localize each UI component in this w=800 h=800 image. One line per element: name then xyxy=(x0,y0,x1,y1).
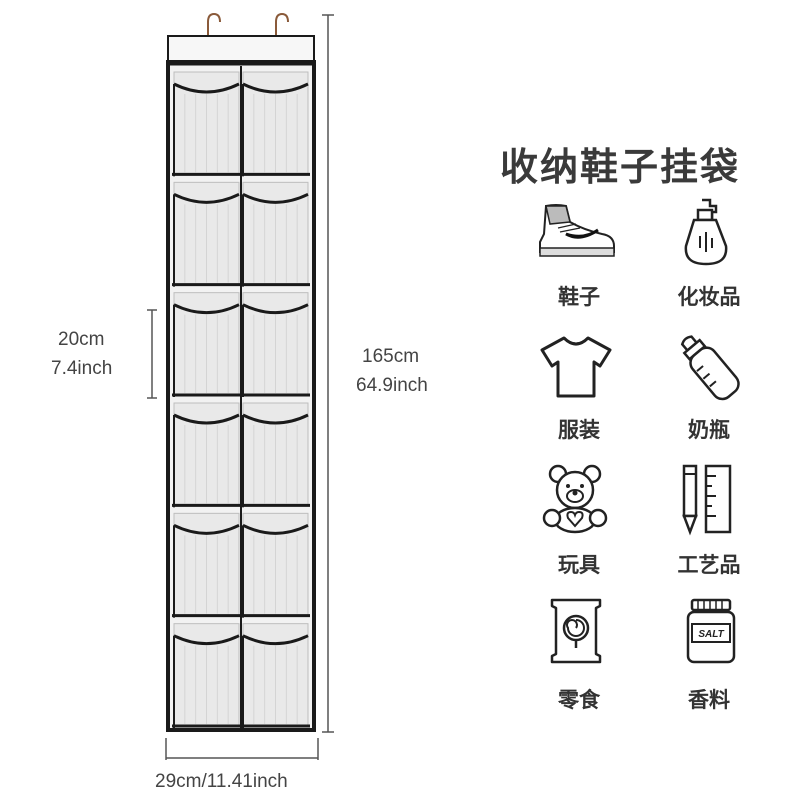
pocket-cm-label: 20cm xyxy=(58,329,105,350)
width-label: 29cm/11.41inch xyxy=(155,771,288,792)
pocket-trim xyxy=(242,413,309,425)
cosmetics-bottle-icon xyxy=(676,196,736,270)
pocket-trim xyxy=(242,634,309,646)
pocket-trim xyxy=(242,523,309,535)
pocket-inch-label: 7.4inch xyxy=(51,358,113,379)
height-cm-label: 165cm xyxy=(362,346,420,367)
pocket-trim xyxy=(242,192,309,204)
tshirt-icon xyxy=(538,334,614,400)
candy-snack-icon xyxy=(548,598,604,664)
category-label-crafts: 工艺品 xyxy=(677,553,741,577)
height-inch-label: 64.9inch xyxy=(356,375,428,396)
height-dimension-line xyxy=(318,14,342,734)
pocket-trim xyxy=(173,192,240,204)
pencil-ruler-icon xyxy=(682,462,734,536)
salt-label-text: SALT xyxy=(698,629,724,640)
category-label-shoes: 鞋子 xyxy=(558,285,600,309)
pocket-trim xyxy=(242,303,309,315)
pocket-trim xyxy=(173,634,240,646)
category-label-toys: 玩具 xyxy=(558,553,600,577)
pocket-trim xyxy=(173,82,240,94)
pocket-trim xyxy=(173,413,240,425)
category-label-cosmetics: 化妆品 xyxy=(677,285,741,309)
salt-jar-icon: SALT xyxy=(684,598,738,664)
width-dimension-line xyxy=(162,736,322,766)
teddy-bear-icon xyxy=(540,462,610,534)
pocket-trim xyxy=(173,303,240,315)
category-label-baby-bottle: 奶瓶 xyxy=(688,418,730,442)
product-title: 收纳鞋子挂袋 xyxy=(500,145,741,189)
shoe-organizer-image xyxy=(150,0,340,760)
pocket-trim xyxy=(242,82,309,94)
pocket-dimension-line xyxy=(144,306,160,402)
pocket-trim xyxy=(173,523,240,535)
category-label-clothes: 服装 xyxy=(558,418,600,442)
category-label-spices: 香料 xyxy=(688,688,730,712)
category-label-snacks: 零食 xyxy=(558,688,600,712)
sneaker-icon xyxy=(536,196,620,266)
baby-bottle-icon xyxy=(672,330,748,406)
